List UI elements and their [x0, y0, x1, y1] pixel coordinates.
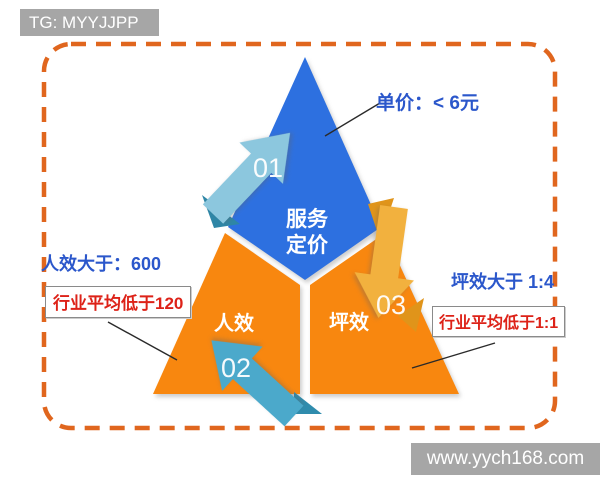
pyramid-left-section	[153, 233, 300, 394]
dashed-border	[41, 41, 558, 431]
top-section-label-line1: 服务	[286, 207, 329, 231]
right-callout-title: 坪效大于 1:4	[451, 272, 555, 292]
step3-number: 03	[376, 290, 406, 320]
right-section-label: 坪效	[329, 310, 369, 334]
step1-number: 01	[253, 153, 283, 183]
watermark-bottom-banner: www.yych168.com	[411, 443, 600, 475]
step3-arrow	[354, 205, 414, 318]
step2-arrow-fold	[294, 392, 322, 414]
left-callout-note-box: 行业平均低于120	[45, 286, 192, 318]
pointer-line-price	[324, 102, 381, 137]
step1-arrow	[202, 132, 291, 224]
left-callout-title: 人效大于：600	[41, 254, 162, 274]
watermark-top-banner: TG: MYYJJPP	[20, 9, 159, 36]
left-section-label: 人效	[214, 311, 254, 335]
pointer-line-left	[107, 321, 178, 361]
step2-number: 02	[221, 353, 251, 383]
step2-arrow	[211, 340, 304, 427]
pyramid-right-section	[310, 233, 459, 394]
right-callout-note-box: 行业平均低于1:1	[432, 306, 566, 337]
pointer-line-right	[411, 342, 496, 369]
pyramid-top-section	[228, 57, 381, 280]
top-section-label-line2: 定价	[286, 233, 329, 257]
step3-arrow-fold-bottom	[398, 298, 424, 332]
price-callout: 单价：< 6元	[376, 93, 479, 114]
